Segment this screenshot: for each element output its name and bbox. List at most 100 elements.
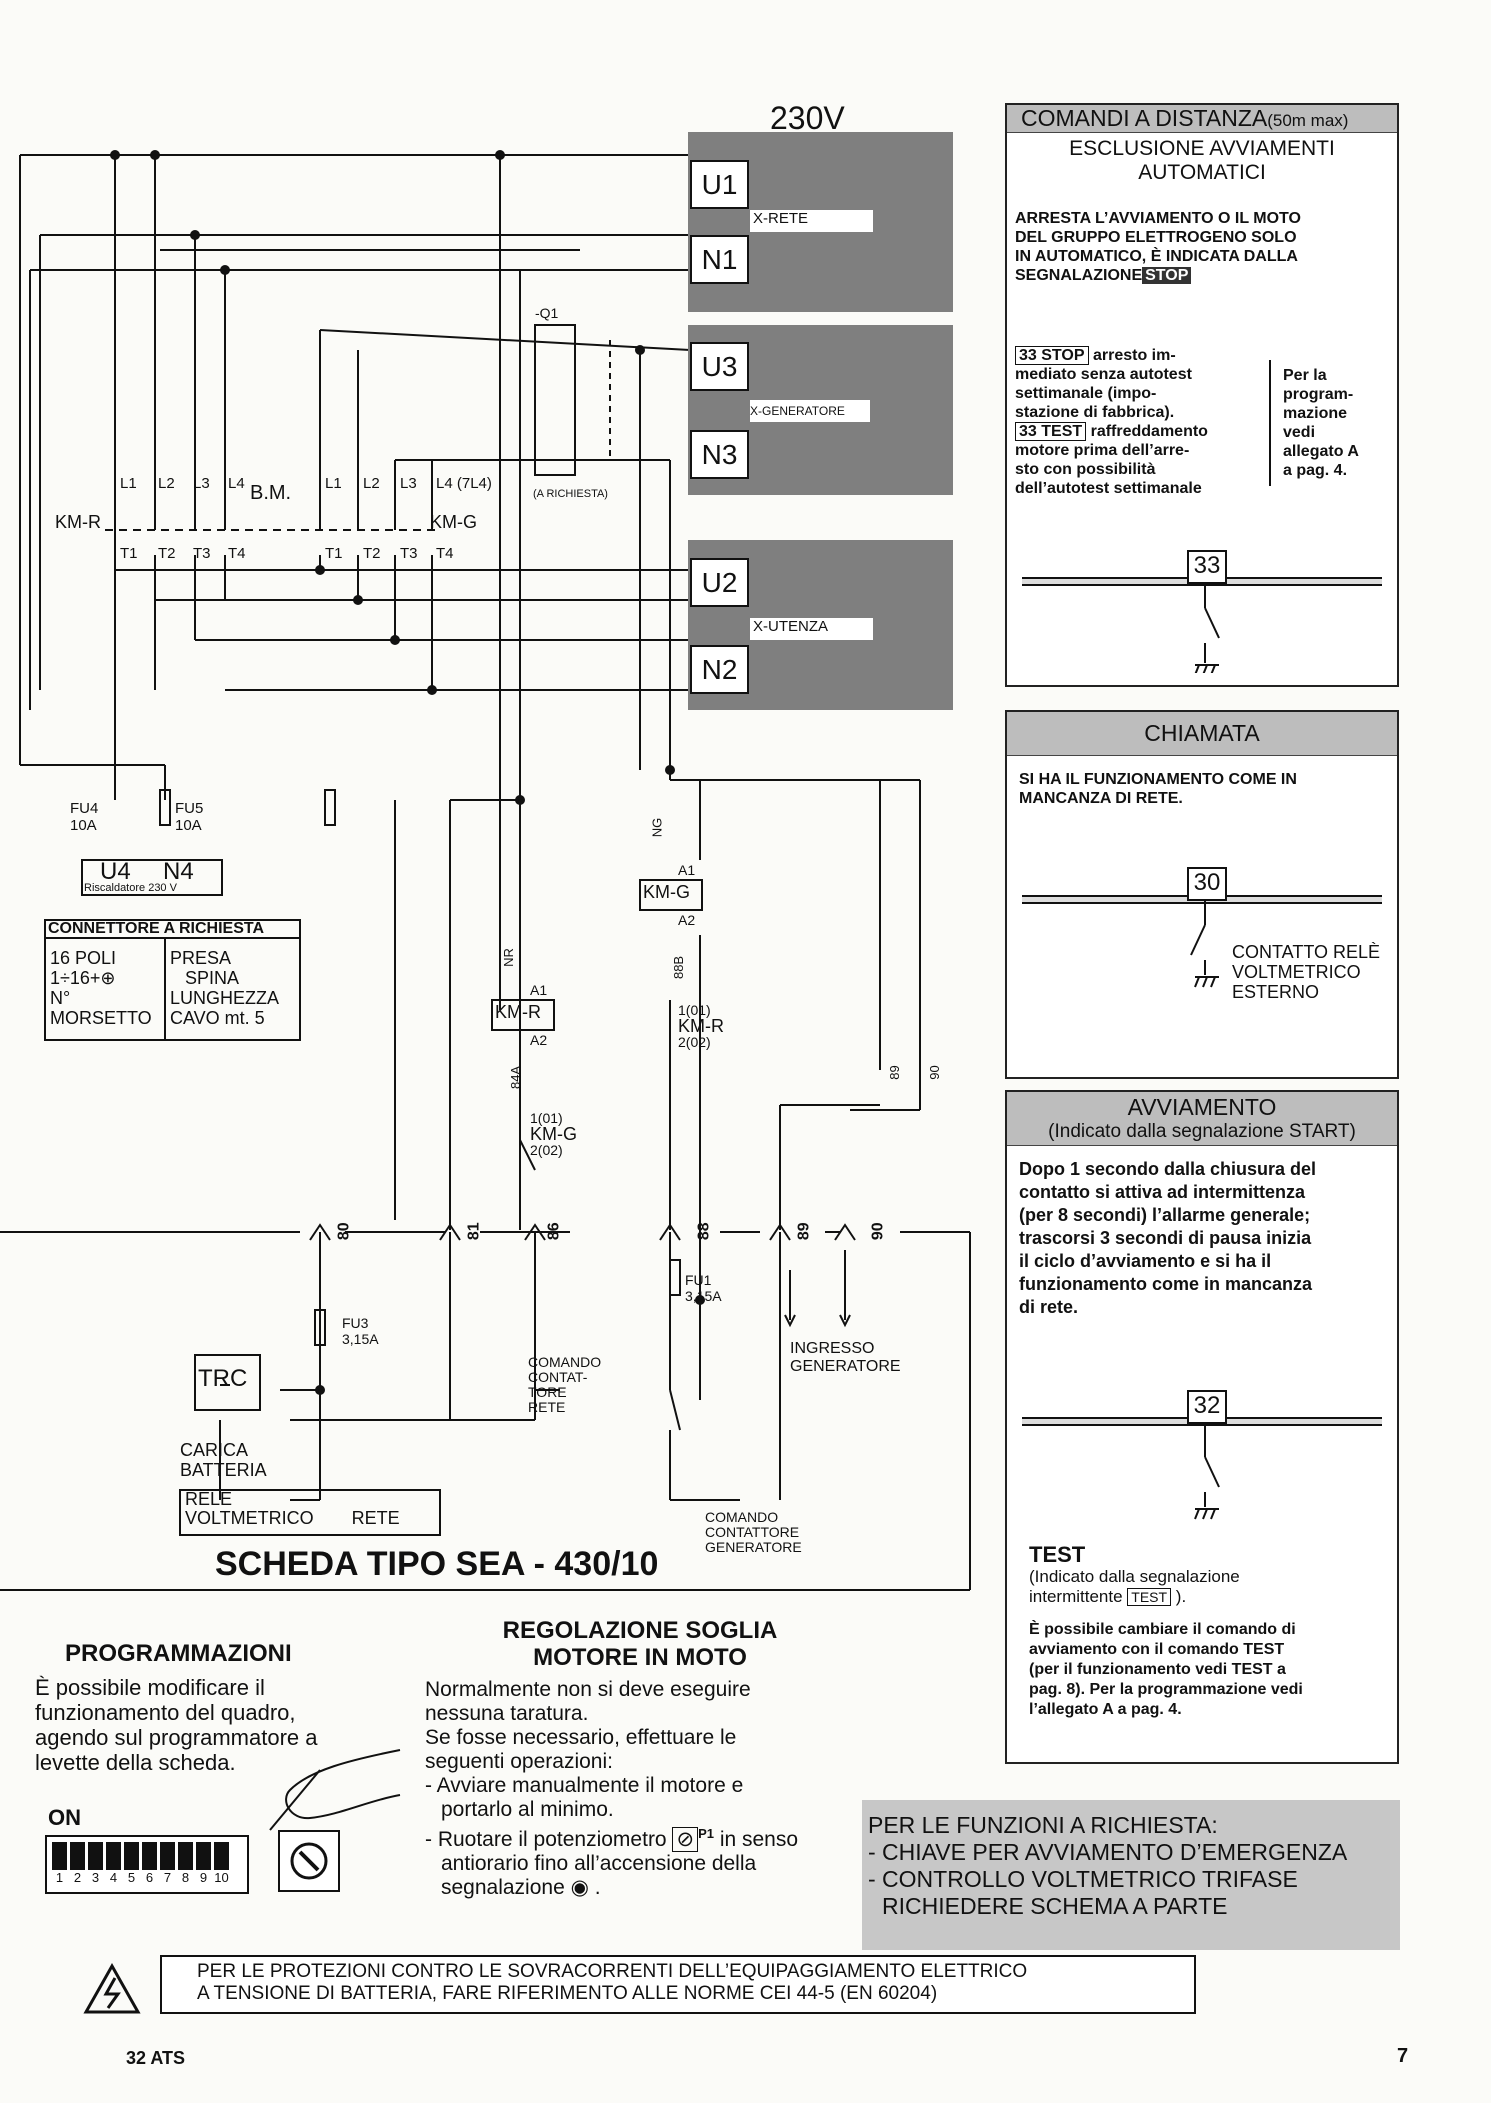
dip-lever[interactable] [160, 1842, 175, 1870]
terminal-32: 32 [1187, 1390, 1227, 1424]
wire-90: 90 [926, 1065, 942, 1080]
comandi-options: 33 STOP arresto im- mediato senza autote… [1015, 346, 1208, 497]
terminal-u3: U3 [690, 342, 749, 391]
kmg-out-3: T3 [400, 545, 418, 562]
comandi-title: COMANDI A DISTANZA [1021, 105, 1268, 131]
wire-84a: 84A [508, 1065, 524, 1090]
kmg-label: KM-G [430, 512, 477, 532]
kmg-out-1: T1 [325, 545, 343, 562]
led-icon: ◉ [570, 1876, 589, 1899]
dip-lever[interactable] [106, 1842, 121, 1870]
term-80: 80 [335, 1222, 353, 1241]
warning-box: PER LE PROTEZIONI CONTRO LE SOVRACORRENT… [160, 1955, 1196, 2014]
connector-title: CONNETTORE A RICHIESTA [48, 920, 265, 937]
wire-88b: 88B [671, 955, 687, 980]
wire-nr: NR [500, 948, 516, 967]
term-81: 81 [465, 1222, 483, 1241]
avviamento-title: AVVIAMENTO [1127, 1094, 1277, 1120]
dip-lever[interactable] [142, 1842, 157, 1870]
kmg-out-4: T4 [436, 545, 454, 562]
p1-icon: ⊘ [672, 1827, 699, 1852]
kmg-pole-4: L4 (7L4) [436, 475, 492, 492]
test-subtitle: (Indicato dalla segnalazione intermitten… [1029, 1567, 1240, 1606]
kmg-coil: KM-G [643, 882, 690, 902]
terminal-n3: N3 [690, 430, 749, 479]
dip-lever[interactable] [52, 1842, 67, 1870]
switch-32-icon [1194, 1422, 1220, 1520]
q1-note: (A RICHIESTA) [533, 488, 608, 500]
dip-lever[interactable] [196, 1842, 211, 1870]
kmg-pole-3: L3 [400, 475, 417, 492]
term-86: 86 [545, 1222, 563, 1241]
terminal-u2: U2 [690, 558, 749, 607]
dip-on-label: ON [48, 1805, 81, 1830]
board-title: SCHEDA TIPO SEA - 430/10 [215, 1545, 659, 1583]
kmr-coil: KM-R [495, 1002, 541, 1022]
kmr-out-4: T4 [228, 545, 246, 562]
hand-icon [269, 1749, 401, 1831]
trc-label: TRC [198, 1365, 248, 1392]
footer-left: 32 ATS [126, 2048, 186, 2068]
kmg-pole-1: L1 [325, 475, 342, 492]
potentiometer-icon[interactable] [278, 1830, 340, 1892]
kmg-coil-a1: A1 [678, 862, 696, 878]
kmg-pole-2: L2 [363, 475, 380, 492]
kmg-out-2: T2 [363, 545, 381, 562]
bm-label: B.M. [250, 482, 292, 504]
kmr-pole-3: L3 [193, 475, 210, 492]
dip-lever[interactable] [214, 1842, 229, 1870]
page-number: 7 [1397, 2045, 1409, 2067]
dip-lever[interactable] [178, 1842, 193, 1870]
x-rete-label: X-RETE [750, 210, 873, 232]
kmr-out-3: T3 [193, 545, 211, 562]
q1-label: -Q1 [535, 305, 559, 321]
comandi-title-small: (50m max) [1267, 111, 1349, 130]
funzioni-text: PER LE FUNZIONI A RICHIESTA:- CHIAVE PER… [868, 1812, 1348, 1919]
dip-lever[interactable] [70, 1842, 85, 1870]
wire-ng: NG [649, 817, 665, 838]
kmr-coil-a2: A2 [530, 1032, 548, 1048]
chiamata-title: CHIAMATA [1007, 712, 1397, 756]
kmr-label: KM-R [55, 512, 101, 532]
terminal-33: 33 [1187, 550, 1227, 584]
kmr-pole-1: L1 [120, 475, 137, 492]
kmr-pole-2: L2 [158, 475, 175, 492]
term-89: 89 [795, 1222, 813, 1241]
terminal-u1: U1 [690, 160, 749, 209]
test-title: TEST [1029, 1542, 1086, 1567]
terminal-n1: N1 [690, 235, 749, 284]
dip-lever[interactable] [88, 1842, 103, 1870]
panel-comandi-distanza: COMANDI A DISTANZA(50m max) ESCLUSIONE A… [1005, 103, 1399, 687]
warning-icon [83, 1962, 141, 2014]
voltage-label: 230V [770, 100, 845, 136]
heater-label: Riscaldatore 230 V [84, 882, 177, 894]
term-90: 90 [869, 1222, 887, 1241]
kmr-coil-a1: A1 [530, 982, 548, 998]
terminal-n2: N2 [690, 645, 749, 694]
kmg-coil-a2: A2 [678, 912, 696, 928]
kmr-pole-4: L4 [228, 475, 245, 492]
terminal-30: 30 [1187, 867, 1227, 901]
dip-lever[interactable] [124, 1842, 139, 1870]
switch-30-icon [1190, 900, 1219, 988]
